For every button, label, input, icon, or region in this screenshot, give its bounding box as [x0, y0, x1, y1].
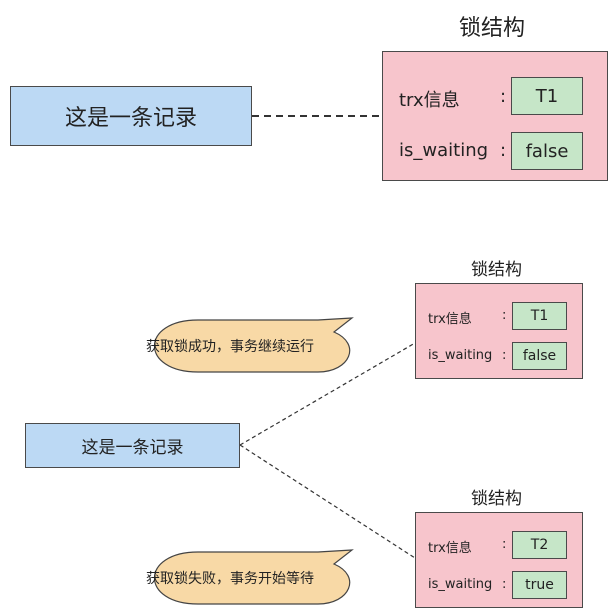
- connector-to-lock2: [239, 444, 416, 559]
- top-waiting-label: is_waiting: [399, 140, 489, 161]
- top-waiting-colon: :: [500, 140, 507, 161]
- bubble2-text: 获取锁失败，事务开始等待: [146, 571, 314, 587]
- lock1-trx-value-box: T1: [512, 302, 567, 330]
- top-trx-value-box: T1: [511, 77, 583, 115]
- top-lock-box: trx信息 : T1 is_waiting : false: [382, 51, 608, 181]
- lock1-waiting-colon: :: [502, 348, 507, 363]
- top-record-label: 这是一条记录: [64, 106, 197, 131]
- bubble2-shape: [154, 549, 354, 605]
- lock2-box: trx信息 : T2 is_waiting : true: [415, 512, 583, 608]
- bubble1-shape: [154, 317, 354, 373]
- lock2-title: 锁结构: [471, 489, 522, 509]
- lock1-waiting-label: is_waiting: [428, 348, 493, 363]
- top-waiting-value-box: false: [511, 132, 583, 170]
- bubble1-text: 获取锁成功，事务继续运行: [146, 339, 314, 355]
- lock1-trx-value: T1: [530, 308, 549, 324]
- lock1-trx-colon: :: [502, 308, 507, 323]
- lock2-trx-label: trx信息: [428, 541, 472, 556]
- lock2-waiting-label: is_waiting: [428, 577, 493, 592]
- top-trx-value: T1: [535, 85, 559, 107]
- lock2-trx-colon: :: [502, 537, 507, 552]
- lock1-waiting-value-box: false: [512, 342, 567, 370]
- lock2-waiting-colon: :: [502, 577, 507, 592]
- bottom-record-box: 这是一条记录: [25, 423, 240, 468]
- top-trx-colon: :: [500, 86, 507, 107]
- connector-to-lock1: [239, 342, 416, 446]
- lock1-box: trx信息 : T1 is_waiting : false: [415, 283, 583, 379]
- lock1-trx-label: trx信息: [428, 312, 472, 327]
- lock1-title: 锁结构: [471, 260, 522, 280]
- top-lock-title: 锁结构: [459, 16, 526, 41]
- lock1-waiting-value: false: [522, 348, 557, 364]
- bottom-record-label: 这是一条记录: [81, 438, 184, 458]
- lock2-waiting-value-box: true: [512, 571, 567, 599]
- lock2-trx-value: T2: [530, 537, 549, 553]
- top-record-box: 这是一条记录: [10, 86, 252, 146]
- top-trx-label: trx信息: [399, 90, 460, 111]
- lock2-trx-value-box: T2: [512, 531, 567, 559]
- lock2-waiting-value: true: [525, 577, 554, 593]
- top-waiting-value: false: [525, 140, 569, 162]
